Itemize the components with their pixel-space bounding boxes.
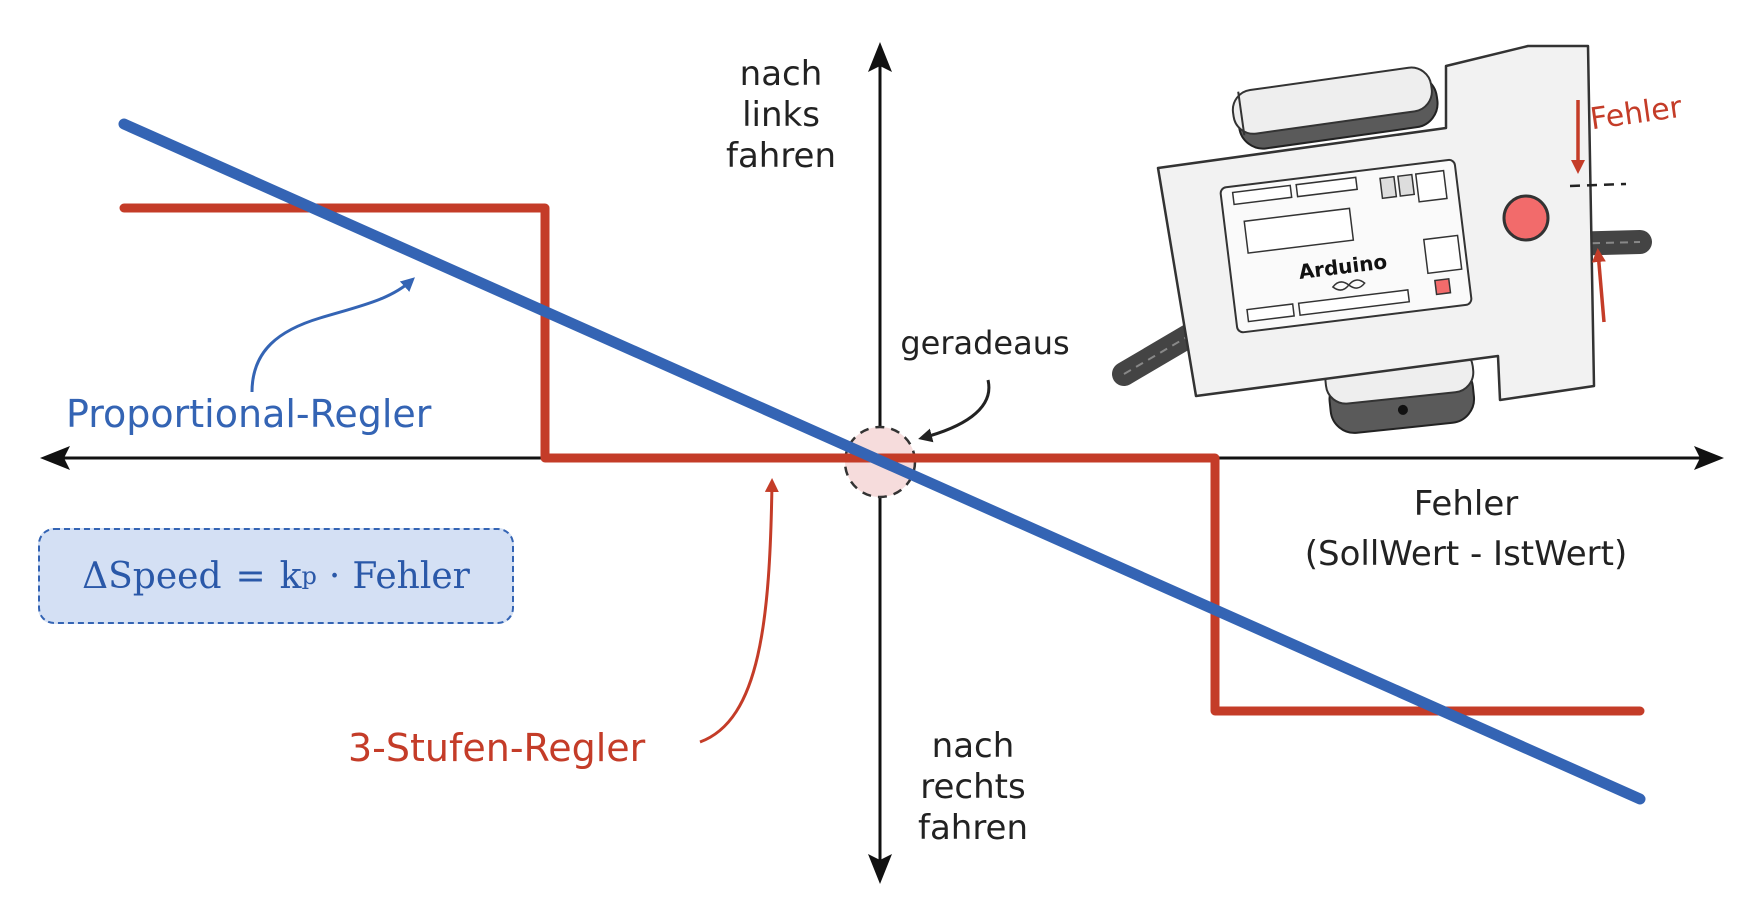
arduino-board: Arduino	[1219, 158, 1473, 334]
y-axis-arrow-down	[868, 854, 892, 884]
line-sensor	[1502, 194, 1550, 242]
error-arrow-bottom	[1591, 248, 1606, 323]
three-step-pointer-arrow	[699, 478, 779, 744]
formula-dot: ·	[328, 555, 341, 597]
proportional-line	[118, 118, 1646, 805]
formula-equals: =	[235, 555, 266, 597]
origin-pointer-arrow	[918, 379, 991, 443]
y-axis-top-label: nach links fahren	[725, 54, 837, 176]
proportional-label: Proportional-Regler	[66, 392, 432, 436]
error-reference-dash	[1569, 182, 1627, 188]
formula-rhs: Fehler	[352, 555, 470, 597]
track-line-dash-right	[1563, 241, 1641, 245]
origin-label: geradeaus	[900, 324, 1070, 362]
robot-illustration: Arduino	[1112, 44, 1652, 434]
x-axis-arrow-right	[1694, 446, 1724, 470]
y-axis-bottom-label: nach rechts fahren	[917, 726, 1029, 848]
formula-lhs: ΔSpeed	[82, 555, 222, 597]
x-axis-subtitle: (SollWert - IstWert)	[1304, 534, 1628, 574]
formula-k: k	[279, 555, 302, 597]
wheel-top	[1231, 66, 1439, 150]
track-line-left	[1112, 322, 1204, 386]
three-step-label: 3-Stufen-Regler	[348, 726, 646, 770]
x-axis-arrow-left	[40, 446, 70, 470]
x-axis-title: Fehler	[1413, 484, 1519, 524]
formula-k-subscript: p	[301, 562, 317, 590]
proportional-pointer-arrow	[250, 277, 415, 393]
y-axis-arrow-up	[868, 42, 892, 72]
